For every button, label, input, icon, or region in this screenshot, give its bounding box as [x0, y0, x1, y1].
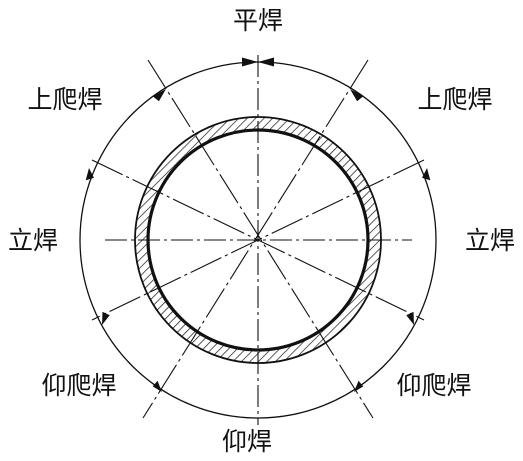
direction-arrows [85, 57, 431, 392]
diagonal-line-upper-right [91, 159, 425, 321]
label-left-vertical: 立焊 [8, 226, 58, 255]
label-overhead-position: 仰焊 [222, 427, 272, 456]
arrow-head-upper-left-arc [152, 89, 166, 102]
arrow-head-lower-left [102, 311, 110, 325]
arrow-head-top-left [258, 57, 274, 67]
arrow-head-left-upper [85, 168, 94, 181]
arrow-head-right-upper [422, 168, 431, 181]
arrow-head-lower-right [406, 311, 414, 325]
arrow-head-upper-right-arc [350, 89, 364, 102]
arrow-head-bottom-right [354, 380, 364, 392]
label-lower-right-overhead-climb: 仰爬焊 [396, 371, 471, 400]
label-upper-left-climb: 上爬焊 [27, 85, 102, 114]
label-upper-right-climb: 上爬焊 [417, 85, 492, 114]
arrow-head-top-right [242, 57, 258, 67]
label-lower-left-overhead-climb: 仰爬焊 [41, 371, 116, 400]
arrow-head-bottom-left [152, 380, 162, 392]
label-flat-position: 平焊 [233, 6, 283, 35]
label-right-vertical: 立焊 [465, 226, 515, 255]
center-lines [91, 55, 425, 425]
